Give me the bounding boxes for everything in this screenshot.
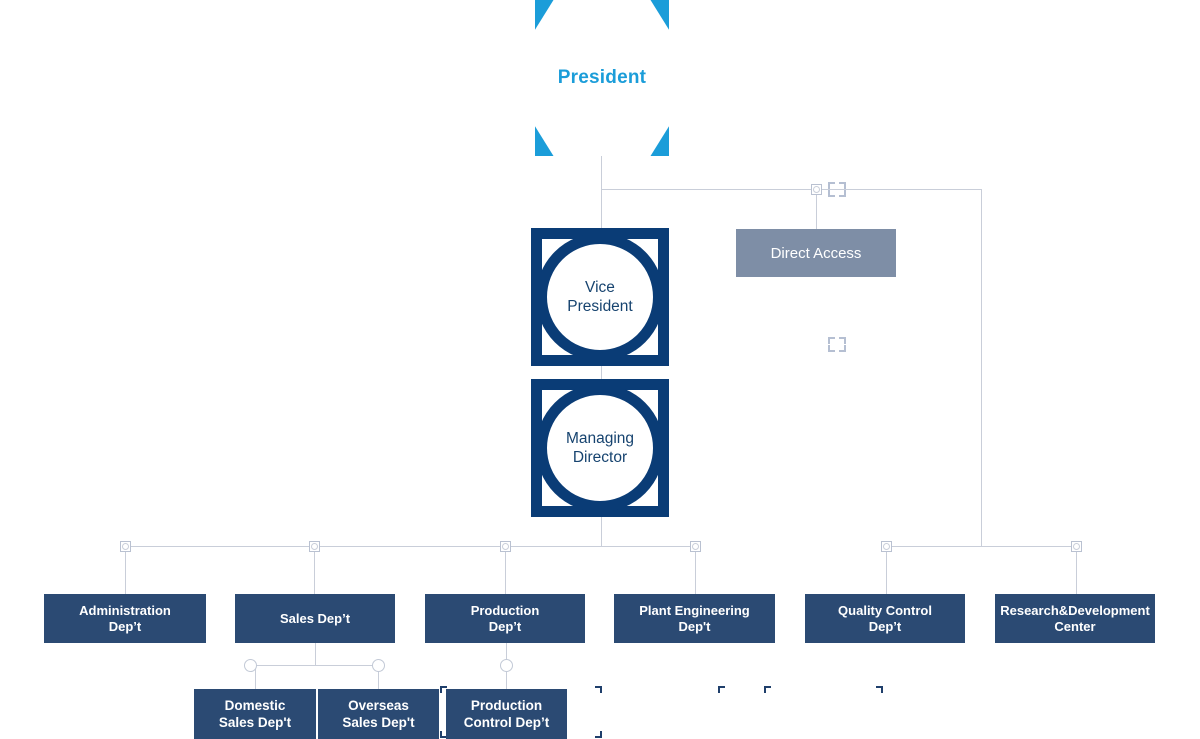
connector-node-quality-control[interactable]: [881, 541, 892, 552]
connector-node-plant-engineering[interactable]: [690, 541, 701, 552]
connector-node-domestic-sales[interactable]: [244, 659, 257, 672]
connector-node-overseas-sales[interactable]: [372, 659, 385, 672]
placeholder-marker-bottom-mid: [764, 686, 771, 739]
node-plant-engineering-dept-line2: Dep't: [678, 618, 711, 634]
node-managing-director-line1: Managing: [565, 430, 635, 447]
node-plant-engineering-dept-line1: Plant Engineering: [639, 602, 750, 618]
connector-node-administration[interactable]: [120, 541, 131, 552]
circle-frame-shape: [536, 384, 664, 512]
node-direct-access[interactable]: Direct Access: [736, 229, 896, 277]
node-overseas-sales-dept-line2: Sales Dep't: [342, 715, 415, 730]
node-quality-control-dept-line1: Quality Control: [838, 602, 932, 618]
node-sales-dept-line1: Sales Dep’t: [279, 610, 351, 626]
edge-right-trunk: [981, 189, 982, 546]
connector-node-production-control[interactable]: [500, 659, 513, 672]
edge-drop-domestic-sales: [255, 665, 256, 689]
edge-department-bus-left: [126, 546, 697, 547]
edge-department-bus-right: [887, 546, 1077, 547]
node-overseas-sales-dept-line1: Overseas: [348, 698, 409, 713]
connector-node-sales[interactable]: [309, 541, 320, 552]
edge-drop-plant-engineering: [695, 546, 696, 594]
node-administration-dept[interactable]: Administration Dep’t: [44, 594, 206, 643]
connector-node-direct-access[interactable]: [811, 184, 822, 195]
node-president[interactable]: President: [505, 0, 699, 156]
node-sales-dept[interactable]: Sales Dep’t: [235, 594, 395, 643]
node-vice-president-label: Vice President: [531, 228, 669, 366]
edge-to-direct-access: [816, 189, 817, 229]
node-managing-director[interactable]: Managing Director: [531, 379, 669, 517]
connector-node-production[interactable]: [500, 541, 511, 552]
edge-president-right-branch: [601, 189, 982, 190]
node-quality-control-dept[interactable]: Quality Control Dep’t: [805, 594, 965, 643]
connector-node-rnd-center[interactable]: [1071, 541, 1082, 552]
node-domestic-sales-dept-line2: Sales Dep't: [218, 715, 292, 730]
node-rnd-center-line1: Research&Development: [1000, 602, 1150, 618]
edge-vice-president-to-managing-director: [601, 358, 602, 380]
node-production-dept[interactable]: Production Dep’t: [425, 594, 585, 643]
node-managing-director-line2: Director: [572, 449, 628, 466]
edge-managing-director-to-bus: [601, 516, 602, 546]
placeholder-marker-middle: [828, 337, 846, 352]
placeholder-marker-top: [828, 182, 846, 197]
node-managing-director-label: Managing Director: [531, 379, 669, 517]
placeholder-marker-production-control-right: [592, 686, 602, 738]
node-vice-president[interactable]: Vice President: [531, 228, 669, 366]
circle-frame-shape: [536, 233, 664, 361]
node-president-label: President: [557, 67, 647, 88]
edge-sales-to-subbus: [315, 643, 316, 665]
node-plant-engineering-dept[interactable]: Plant Engineering Dep't: [614, 594, 775, 643]
node-administration-dept-line1: Administration: [79, 602, 171, 618]
node-production-control-dept-line1: Production: [470, 698, 543, 713]
edge-drop-rnd-center: [1076, 546, 1077, 594]
node-production-control-dept-line2: Control Dep’t: [463, 715, 550, 730]
node-domestic-sales-dept-line1: Domestic: [224, 698, 286, 713]
edge-drop-sales: [314, 546, 315, 594]
placeholder-marker-bottom-left: [718, 686, 883, 739]
node-overseas-sales-dept[interactable]: Overseas Sales Dep't: [318, 689, 439, 739]
node-vice-president-line1: Vice: [585, 279, 615, 296]
edge-drop-overseas-sales: [378, 665, 379, 689]
placeholder-marker-production-control-left: [440, 686, 447, 738]
node-rnd-center-line2: Center: [1054, 618, 1096, 634]
node-administration-dept-line2: Dep’t: [108, 618, 142, 634]
node-production-dept-line2: Dep’t: [488, 618, 522, 634]
edge-drop-administration: [125, 546, 126, 594]
node-rnd-center[interactable]: Research&Development Center: [995, 594, 1155, 643]
edge-drop-quality-control: [886, 546, 887, 594]
node-quality-control-dept-line2: Dep’t: [868, 618, 902, 634]
edge-sales-subbus: [251, 665, 379, 666]
node-direct-access-label: Direct Access: [770, 244, 862, 262]
node-production-dept-line1: Production: [470, 602, 540, 618]
edge-president-to-vice-president: [601, 156, 602, 297]
edge-drop-production: [505, 546, 506, 594]
node-production-control-dept[interactable]: Production Control Dep’t: [446, 689, 567, 739]
node-vice-president-line2: President: [567, 298, 633, 315]
node-domestic-sales-dept[interactable]: Domestic Sales Dep't: [194, 689, 316, 739]
